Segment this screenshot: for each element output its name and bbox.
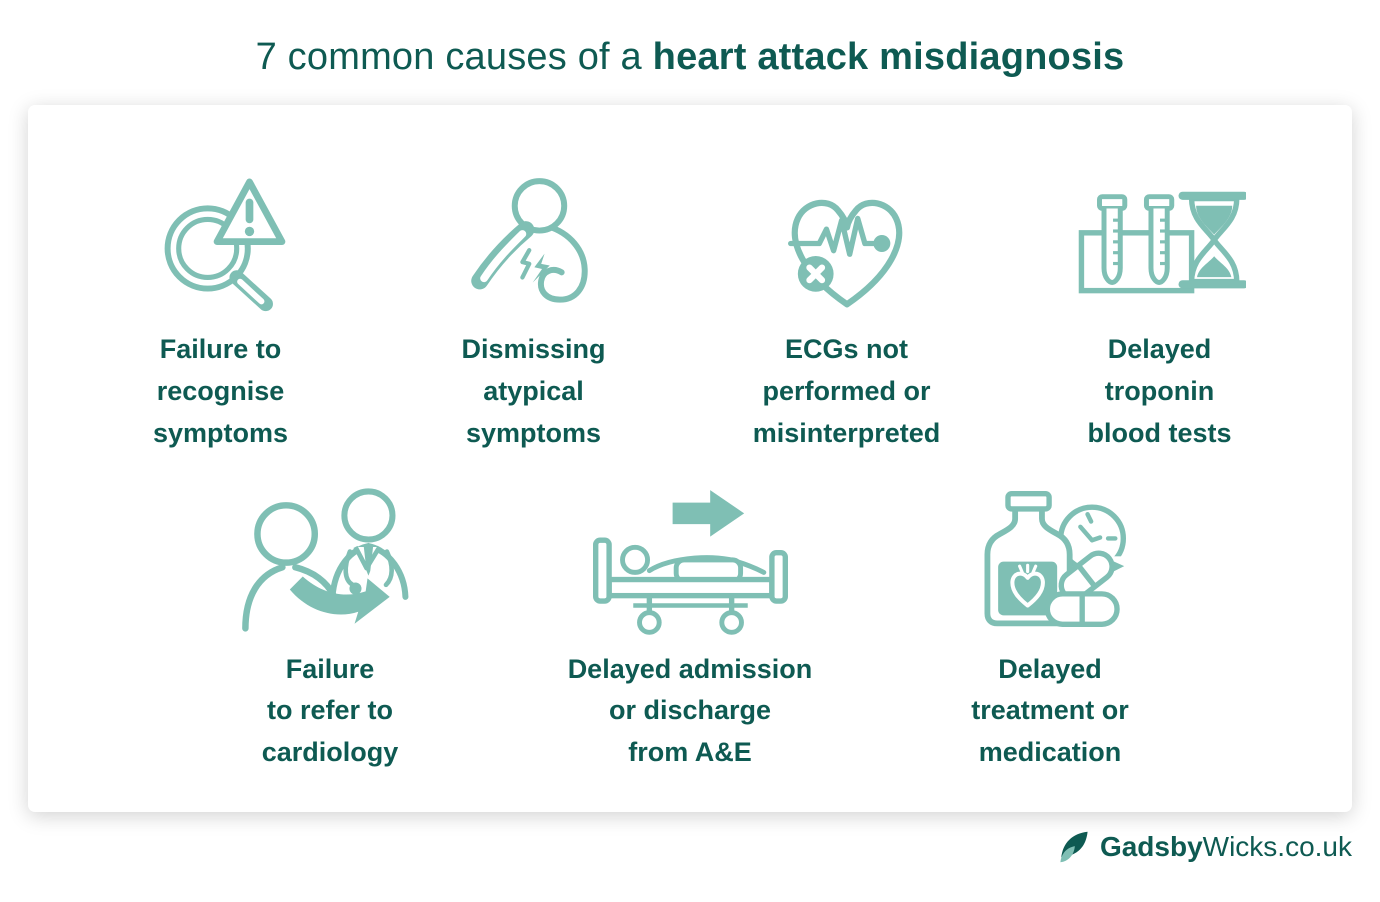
brand-footer: GadsbyWicks.co.uk — [28, 830, 1352, 864]
title-bold: heart attack misdiagnosis — [652, 36, 1125, 78]
hospital-bed-arrow-icon — [583, 465, 798, 635]
page-title: 7 common causes of a heart attack misdia… — [0, 0, 1380, 79]
leaf-logo-icon — [1057, 830, 1091, 864]
cause-label: Delayed treatment or medication — [971, 653, 1129, 768]
cause-item-referral: Failure to refer to cardiology — [150, 465, 510, 775]
cause-label: ECGs not performed or misinterpreted — [752, 334, 941, 448]
cause-item-admission: Delayed admission or discharge from A&E — [510, 465, 870, 775]
chest-pain-person-icon — [461, 155, 606, 315]
cause-item-atypical-symptoms: Dismissing atypical symptoms — [377, 155, 690, 455]
cause-item-ecg: ECGs not performed or misinterpreted — [690, 155, 1003, 455]
cause-label: Dismissing atypical symptoms — [461, 334, 606, 448]
heart-ecg-cross-icon — [771, 155, 923, 315]
magnifier-warning-icon — [148, 155, 293, 315]
cause-label: Failure to recognise symptoms — [152, 334, 289, 448]
test-tubes-hourglass-icon — [1074, 155, 1246, 315]
brand-name: GadsbyWicks.co.uk — [1100, 831, 1352, 863]
cause-item-troponin: Delayed troponin blood tests — [1003, 155, 1316, 455]
cause-item-recognise-symptoms: Failure to recognise symptoms — [64, 155, 377, 455]
cause-label: Failure to refer to cardiology — [261, 653, 399, 768]
patient-doctor-referral-icon — [238, 465, 423, 635]
cause-label: Delayed troponin blood tests — [1087, 334, 1232, 448]
causes-row-bottom: Failure to refer to cardiology — [28, 465, 1352, 775]
cause-item-medication: Delayed treatment or medication — [870, 465, 1230, 775]
title-regular: 7 common causes of a — [255, 36, 653, 78]
infographic-card: Failure to recognise symptoms Dismissing… — [28, 105, 1352, 812]
brand-suffix: Wicks.co.uk — [1202, 831, 1352, 862]
cause-label: Delayed admission or discharge from A&E — [567, 653, 813, 768]
brand-bold: Gadsby — [1099, 831, 1203, 862]
causes-row-top: Failure to recognise symptoms Dismissing… — [28, 155, 1352, 455]
medication-clock-icon — [965, 465, 1135, 635]
